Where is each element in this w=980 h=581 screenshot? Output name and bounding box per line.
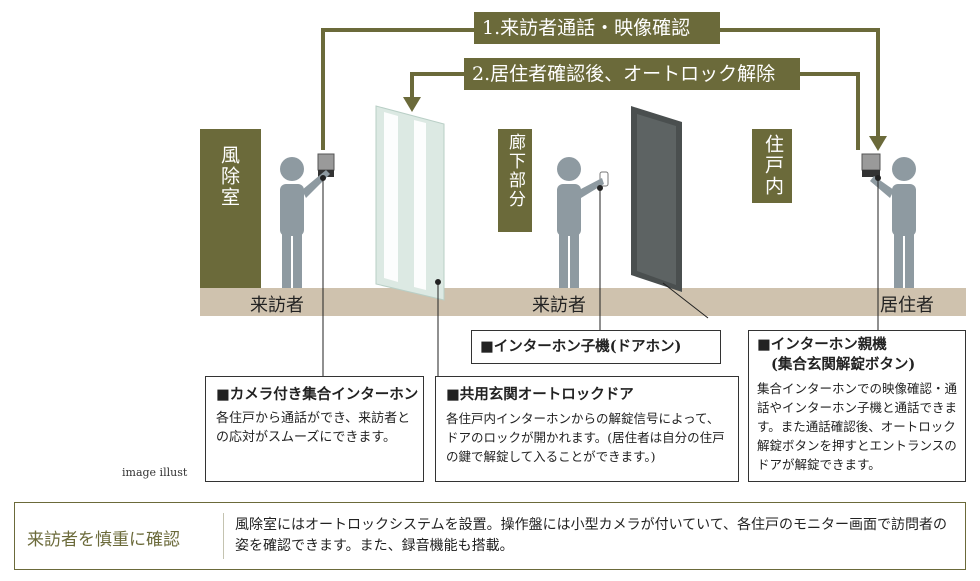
step2-label: 2.居住者確認後、オートロック解除 xyxy=(472,63,776,85)
autolock-glass-door xyxy=(375,105,445,301)
camera-intercom-desc: 各住戸から通話ができ、来訪者との応対がスムーズにできます。 xyxy=(216,411,411,445)
master-intercom-device xyxy=(861,153,881,177)
leader-lines xyxy=(320,175,881,376)
unit-door xyxy=(631,106,682,292)
step1-label-bg xyxy=(474,12,720,44)
autolock-door-desc: 各住戸内インターホンからの解錠信号によって、ドアのロックが開かれます。(居住者は… xyxy=(446,411,725,464)
resident-label: 居住者 xyxy=(880,295,934,316)
camera-intercom-title: ■カメラ付き集合インターホン xyxy=(216,386,419,403)
summary-title: 来訪者を慎重に確認 xyxy=(27,530,180,550)
resident-figure xyxy=(870,157,916,288)
image-caption: image illust xyxy=(122,466,188,479)
autolock-door-title: ■共用玄関オートロックドア xyxy=(446,386,634,403)
floor xyxy=(200,288,966,316)
door-phone-callout: ■インターホン子機(ドアホン) xyxy=(471,330,721,364)
visitor-figure-2 xyxy=(557,157,604,288)
summary-text: 風除室にはオートロックシステムを設置。操作盤には小型カメラが付いていて、各住戸の… xyxy=(235,517,948,554)
master-intercom-desc: 集合インターホンでの映像確認・通話やインターホン子機と通話できます。また通話確認… xyxy=(757,381,958,472)
inside-unit-label: 住戸内 xyxy=(762,134,784,197)
step2-label-bg xyxy=(464,58,800,90)
summary-box: 来訪者を慎重に確認 風除室にはオートロックシステムを設置。操作盤には小型カメラが… xyxy=(14,502,966,570)
inside-unit-sign xyxy=(752,129,792,203)
door-phone-title: ■インターホン子機(ドアホン) xyxy=(480,338,682,355)
master-intercom-callout: ■インターホン親機 (集合玄関解錠ボタン) 集合インターホンでの映像確認・通話や… xyxy=(748,330,966,482)
camera-intercom-callout: ■カメラ付き集合インターホン 各住戸から通話ができ、来訪者との応対がスムーズにで… xyxy=(205,376,424,482)
step1-arrow-head xyxy=(869,136,887,151)
step2-arrow-head xyxy=(403,97,421,112)
step1-label: 1.来訪者通話・映像確認 xyxy=(482,17,691,39)
visitor-label-2: 来訪者 xyxy=(532,295,586,316)
summary-divider xyxy=(223,513,224,559)
corridor-label: 廊下部分 xyxy=(505,133,525,209)
windbreak-room-wall xyxy=(200,129,261,288)
master-intercom-title: ■インターホン親機 xyxy=(757,336,887,353)
windbreak-room-label: 風除室 xyxy=(218,145,240,208)
master-intercom-subtitle: (集合玄関解錠ボタン) xyxy=(771,356,916,373)
corridor-sign xyxy=(498,129,532,232)
visitor-label-1: 来訪者 xyxy=(250,295,304,316)
autolock-door-callout: ■共用玄関オートロックドア 各住戸内インターホンからの解錠信号によって、ドアのロ… xyxy=(435,376,739,482)
